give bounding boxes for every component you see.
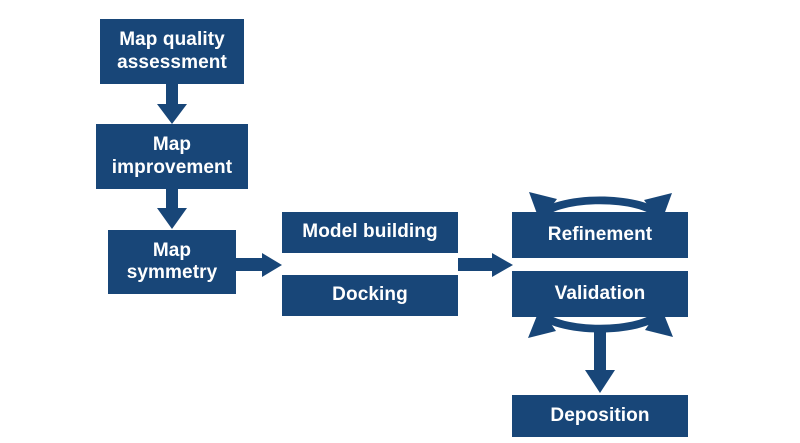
node-deposition[interactable]: Deposition [512,395,688,437]
node-map-quality-assessment[interactable]: Map quality assessment [100,19,244,84]
node-map-improvement[interactable]: Map improvement [96,124,248,189]
cycle-arc-bottom-right-arrowhead [645,307,673,337]
cycle-arc-top-path [534,196,666,220]
node-label: Map improvement [111,134,233,178]
arrow-map-symmetry-to-model-building [236,253,282,277]
node-docking[interactable]: Docking [282,275,458,316]
node-label: Map quality assessment [117,29,227,73]
arrow-map-quality-to-map-improvement [157,84,187,124]
cycle-arc-bottom-left-arrowhead [528,308,556,338]
node-label: Validation [554,282,646,304]
node-label: Docking [332,284,408,306]
arrow-validation-to-deposition [585,330,615,393]
node-validation[interactable]: Validation [512,271,688,317]
node-map-symmetry[interactable]: Map symmetry [108,230,236,294]
node-label: Refinement [547,223,653,245]
node-label: Model building [302,221,438,243]
cycle-arc-top-right-arrowhead [644,193,672,223]
node-label: Deposition [550,404,650,426]
node-label: Map symmetry [126,239,218,283]
arrow-model-building-to-refinement [458,253,513,277]
cycle-arc-top-left-arrowhead [529,192,557,222]
node-model-building[interactable]: Model building [282,212,458,253]
arrow-map-improvement-to-map-symmetry [157,189,187,229]
node-refinement[interactable]: Refinement [512,212,688,258]
cycle-arc-bottom-path [534,309,666,333]
